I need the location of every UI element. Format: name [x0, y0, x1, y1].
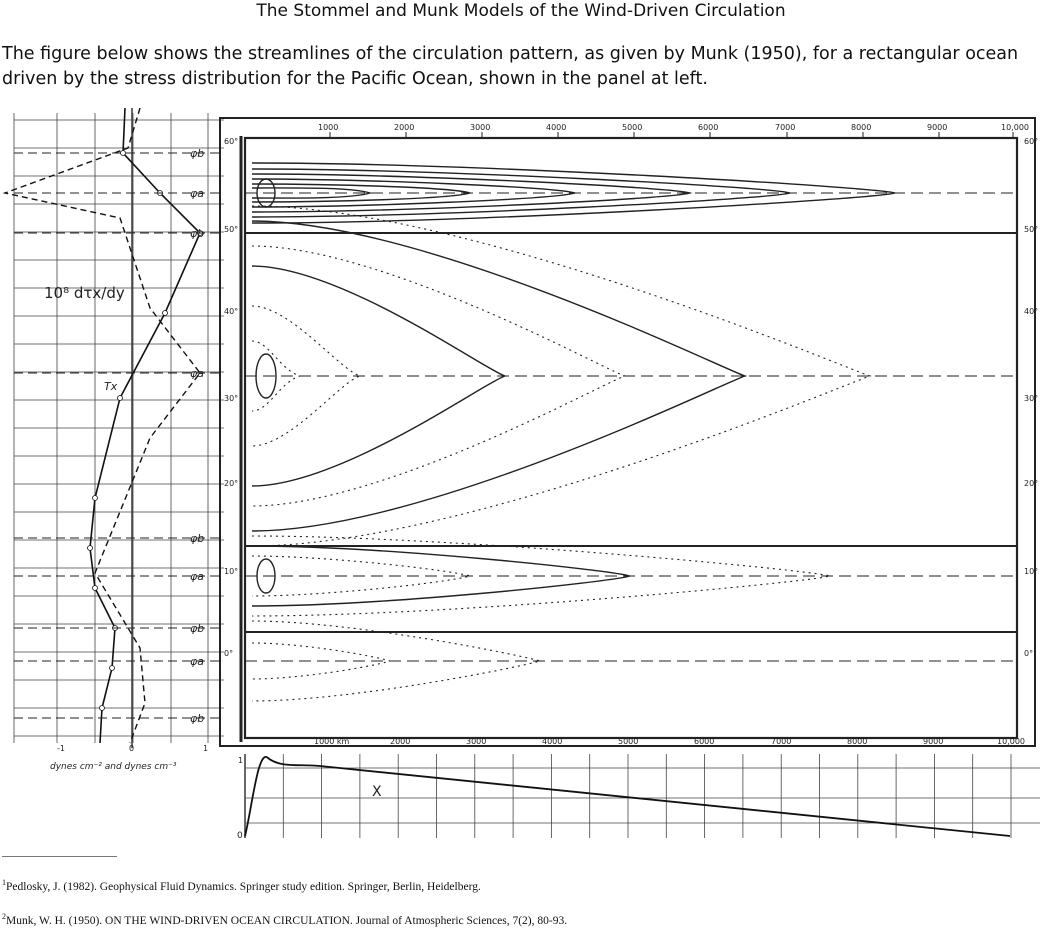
lat-label-right: 60°: [1024, 137, 1038, 146]
bottom-panel-grid: [244, 754, 1040, 838]
lat-label-left: 50°: [224, 225, 238, 234]
streamline: [251, 545, 633, 607]
lat-label-right: 30°: [1024, 394, 1038, 403]
top-distance-tick: 7000: [775, 123, 795, 132]
top-distance-tick: 2000: [394, 123, 414, 132]
lat-label-right: 40°: [1024, 307, 1038, 316]
bottom-distance-tick: 8000: [847, 737, 867, 746]
intro-paragraph: The figure below shows the streamlines o…: [2, 44, 1019, 89]
lat-label-left: 20°: [224, 479, 238, 488]
lat-label-left: 60°: [224, 137, 238, 146]
bottom-y-tick-0: 0: [237, 831, 243, 841]
lat-label-left: 30°: [224, 394, 238, 403]
munk-streamline-figure: 10⁸ dτx/dy Tx dynes cm⁻² and dynes cm⁻³ …: [2, 108, 1040, 841]
lat-label-left: 40°: [224, 307, 238, 316]
streamline: [251, 183, 473, 203]
phi-label: φb: [190, 532, 204, 545]
lat-label-right: 10°: [1024, 567, 1038, 576]
streamline: [251, 245, 627, 507]
streamline: [251, 187, 373, 199]
top-distance-tick: 3000: [470, 123, 490, 132]
stress-x-tick: -1: [57, 744, 65, 753]
streamline: [251, 173, 693, 213]
phi-label: φa: [190, 187, 204, 200]
footnote-2-text: Munk, W. H. (1950). ON THE WIND-DRIVEN O…: [6, 914, 568, 927]
phi-label: φa: [190, 655, 204, 668]
bottom-distance-tick: 1000 km: [314, 737, 350, 746]
phi-label: φb: [190, 227, 204, 240]
bottom-distance-tick: 6000: [694, 737, 714, 746]
streamline: [251, 162, 898, 224]
streamline: [251, 205, 872, 547]
outer-frame: [219, 117, 1036, 747]
bottom-distance-tick: 9000: [923, 737, 943, 746]
phi-label: φb: [190, 712, 204, 725]
streamline: [251, 168, 793, 218]
streamlines: [251, 162, 898, 702]
streamline: [251, 620, 542, 702]
top-distance-tick: 5000: [622, 123, 642, 132]
footnote-1: 1Pedlosky, J. (1982). Geophysical Fluid …: [2, 878, 481, 893]
tau-curve-point: [92, 495, 98, 501]
tau-curve-point: [92, 585, 98, 591]
streamline-core: [256, 558, 276, 594]
bottom-distance-tick: 2000: [390, 737, 410, 746]
streamline: [251, 220, 748, 532]
top-distance-tick: 10,000: [1001, 123, 1029, 132]
phi-label: φa: [190, 570, 204, 583]
tau-curve-point: [99, 705, 105, 711]
top-distance-tick: 8000: [851, 123, 871, 132]
stress-x-tick: 1: [203, 744, 208, 753]
tau-curve-point: [120, 150, 126, 156]
bottom-distance-tick: 10,000: [997, 737, 1025, 746]
bottom-distance-tick: 3000: [466, 737, 486, 746]
tau-curve-point: [162, 310, 168, 316]
dtau-curve-label: 10⁸ dτx/dy: [44, 284, 125, 302]
phi-label: φb: [190, 622, 204, 635]
tau-curve-point: [87, 545, 93, 551]
streamline: [251, 178, 578, 208]
streamline-core: [256, 178, 276, 208]
lat-label-left: 0°: [224, 649, 233, 658]
top-distance-tick: 6000: [698, 123, 718, 132]
top-distance-tick: 4000: [546, 123, 566, 132]
stress-panel-grid: [2, 108, 224, 748]
tau-curve-label: Tx: [104, 380, 118, 393]
lat-label-right: 20°: [1024, 479, 1038, 488]
streamline-core: [255, 353, 277, 399]
streamline: [251, 265, 508, 487]
streamline: [251, 642, 392, 680]
phi-label: φa: [190, 367, 204, 380]
page-title: The Stommel and Munk Models of the Wind-…: [256, 1, 786, 21]
bottom-distance-tick: 5000: [618, 737, 638, 746]
tau-curve: [89, 108, 201, 744]
tau-curve-point: [117, 395, 123, 401]
ocean-basin: [243, 136, 1019, 740]
stress-units-label: dynes cm⁻² and dynes cm⁻³: [50, 762, 177, 772]
x-function-curve: [244, 756, 1011, 837]
bottom-distance-tick: 7000: [771, 737, 791, 746]
footnote-separator: [2, 856, 117, 857]
footnote-2-number: 2: [2, 912, 6, 921]
stress-x-tick: 0: [129, 744, 134, 753]
top-distance-tick: 1000: [318, 123, 338, 132]
streamline: [251, 340, 302, 412]
tau-curve-point: [109, 665, 115, 671]
bottom-y-tick-1: 1: [238, 756, 243, 765]
bottom-curve-label: X: [372, 784, 382, 800]
bottom-distance-tick: 4000: [542, 737, 562, 746]
lat-label-left: 10°: [224, 567, 238, 576]
top-distance-tick: 9000: [927, 123, 947, 132]
lat-label-right: 0°: [1024, 649, 1033, 658]
streamline-panel-frame: [219, 117, 1036, 747]
phi-label: φb: [190, 147, 204, 160]
footnote-1-number: 1: [2, 878, 6, 887]
lat-label-right: 50°: [1024, 225, 1038, 234]
footnote-1-text: Pedlosky, J. (1982). Geophysical Fluid D…: [6, 880, 481, 893]
dtau-curve: [2, 108, 201, 744]
footnote-2: 2Munk, W. H. (1950). ON THE WIND-DRIVEN …: [2, 912, 567, 927]
